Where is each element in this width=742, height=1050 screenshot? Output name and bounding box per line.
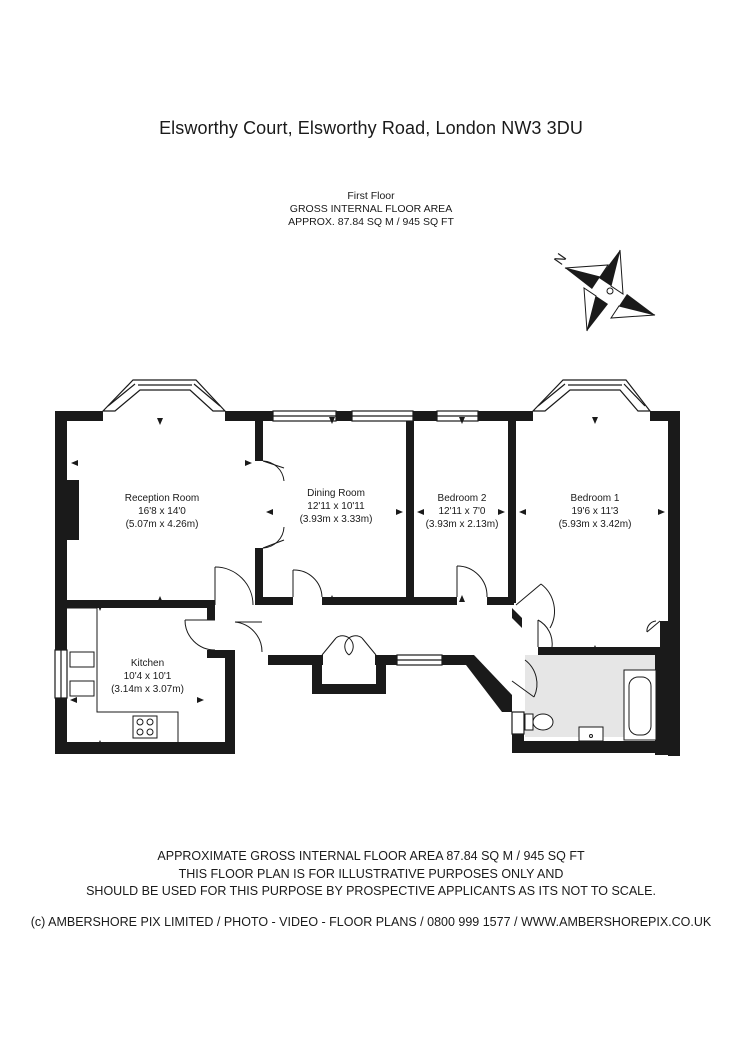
floor-info: First Floor GROSS INTERNAL FLOOR AREA AP… [0,190,742,229]
hob-icon [132,715,158,739]
room-name: Bedroom 2 [437,493,487,504]
area-value: APPROX. 87.84 SQ M / 945 SQ FT [288,216,454,228]
room-imperial: 12'11 x 7'0 [438,506,486,517]
room-metric: (5.07m x 4.26m) [125,519,199,530]
disclaimer-line-2: THIS FLOOR PLAN IS FOR ILLUSTRATIVE PURP… [178,866,564,881]
room-imperial: 16'8 x 14'0 [138,506,186,517]
room-metric: (5.93m x 3.42m) [558,519,632,530]
floor-name: First Floor [347,190,395,202]
room-label-kitchen: Kitchen 10'4 x 10'1 (3.14m x 3.07m) [90,657,205,696]
room-imperial: 12'11 x 10'11 [307,501,365,512]
room-name: Dining Room [307,488,365,499]
bay-window-reception [101,379,227,412]
room-imperial: 10'4 x 10'1 [123,671,172,682]
room-name: Reception Room [124,493,200,504]
area-heading: GROSS INTERNAL FLOOR AREA [289,203,453,215]
interior-walls [67,421,668,658]
bay-window-bedroom-1 [531,379,652,412]
doors [184,460,661,698]
windows [54,410,525,735]
room-name: Kitchen [130,658,165,669]
page-title: Elsworthy Court, Elsworthy Road, London … [159,118,583,138]
room-name: Bedroom 1 [570,493,620,504]
room-imperial: 19'6 x 11'3 [571,506,619,517]
room-metric: (3.93m x 3.33m) [299,514,373,525]
room-label-bedroom-1: Bedroom 1 19'6 x 11'3 (5.93m x 3.42m) [530,492,660,531]
kitchen-fittings [67,607,179,742]
compass-north-label: N [550,250,569,267]
disclaimer: APPROXIMATE GROSS INTERNAL FLOOR AREA 87… [0,848,742,901]
room-label-bedroom-2: Bedroom 2 12'11 x 7'0 (3.93m x 2.13m) [412,492,512,531]
room-label-dining: Dining Room 12'11 x 10'11 (3.93m x 3.33m… [266,487,406,526]
dimension-arrows [70,417,665,747]
room-label-reception: Reception Room 16'8 x 14'0 (5.07m x 4.26… [92,492,232,531]
toilet-icon [532,713,554,731]
disclaimer-line-1: APPROXIMATE GROSS INTERNAL FLOOR AREA 87… [157,849,585,863]
disclaimer-line-3: SHOULD BE USED FOR THIS PURPOSE BY PROSP… [86,884,656,898]
credit-line: (c) AMBERSHORE PIX LIMITED / PHOTO - VID… [30,915,712,929]
room-metric: (3.14m x 3.07m) [111,684,184,695]
compass-icon: N [550,249,656,332]
bathroom-fittings [524,669,657,742]
room-metric: (3.93m x 2.13m) [425,519,499,530]
